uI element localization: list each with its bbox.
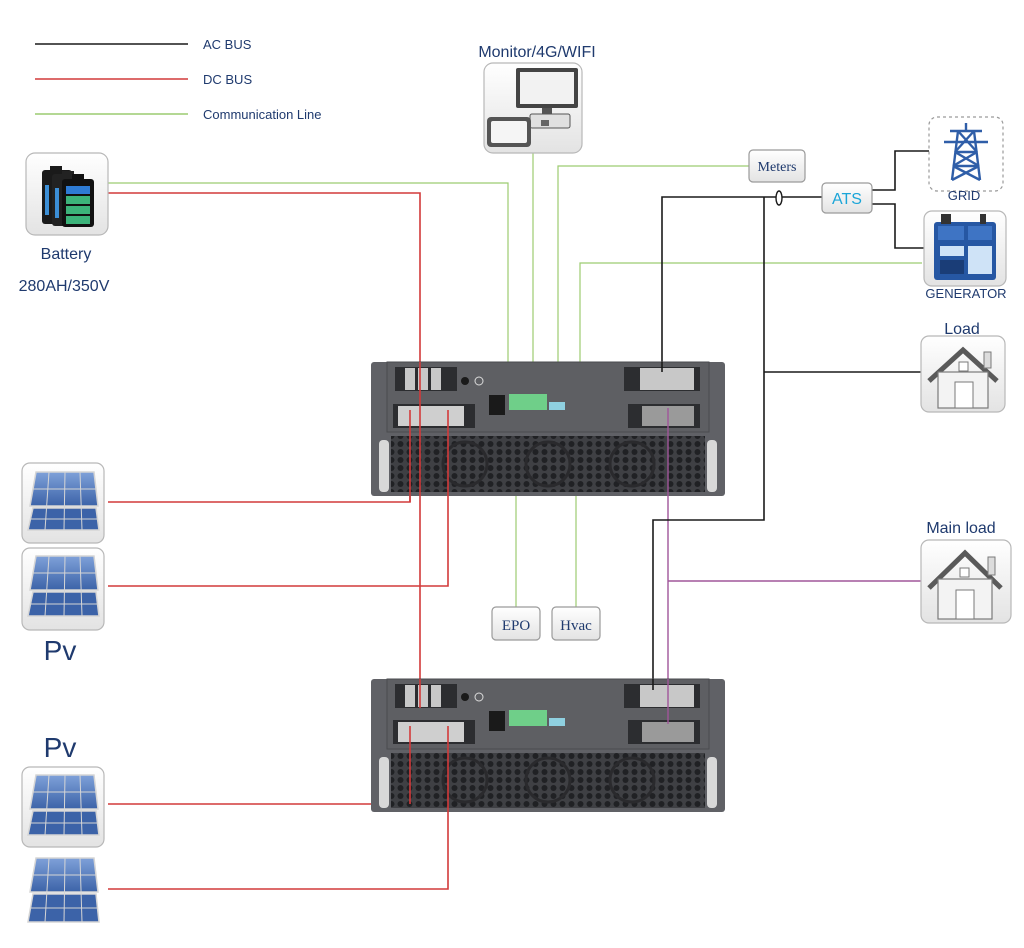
monitor-label: Monitor/4G/WIFI xyxy=(478,44,595,61)
grid-icon-frame xyxy=(928,116,1004,192)
meters-box xyxy=(748,149,806,183)
epo-label: EPO xyxy=(502,618,531,634)
legend-communication-label: Communication Line xyxy=(203,107,322,122)
pv-panel-2 xyxy=(21,547,105,631)
legend-dc-bus-label: DC BUS xyxy=(203,72,252,87)
fan-icon xyxy=(608,756,656,804)
ac-bus-lines xyxy=(652,150,929,690)
main-load-node: Main load xyxy=(920,520,1012,624)
grid-node: GRID xyxy=(928,116,1004,203)
rj45-port xyxy=(489,711,505,731)
pv-bottom-label: Pv xyxy=(44,732,77,763)
ats-label: ATS xyxy=(832,191,862,208)
inverter-fan-grille xyxy=(391,436,705,492)
load-node: Load xyxy=(920,321,1006,413)
generator-node: GENERATOR xyxy=(923,210,1007,301)
rj45-port xyxy=(489,395,505,415)
pv-top-label: Pv xyxy=(44,635,77,666)
inverter-fan-grille xyxy=(391,753,705,808)
current-transformer-icon xyxy=(775,190,783,206)
generator-icon xyxy=(934,214,996,280)
legend-ac-bus-label: AC BUS xyxy=(203,37,252,52)
meters-label: Meters xyxy=(758,160,797,175)
pv-panel-4 xyxy=(27,857,100,923)
battery-icon xyxy=(42,166,94,227)
battery-spec: 280AH/350V xyxy=(19,278,110,295)
ac-line-grid xyxy=(872,150,929,191)
ac-line-generator xyxy=(872,203,924,249)
fan-icon xyxy=(524,756,572,804)
communication-terminal xyxy=(509,710,547,726)
pv-panel-group: Pv Pv xyxy=(21,462,105,923)
comm-line-generator xyxy=(579,262,922,362)
solar-panel-icon xyxy=(27,857,100,923)
epo-node: EPO xyxy=(491,606,541,641)
fan-icon xyxy=(608,440,656,488)
inverter-unit-2 xyxy=(371,678,725,812)
house-icon xyxy=(927,549,1003,620)
communication-lines xyxy=(108,153,922,607)
main-load-label: Main load xyxy=(926,520,995,537)
transmission-tower-icon xyxy=(944,123,988,182)
generator-label: GENERATOR xyxy=(925,286,1006,301)
hvac-box xyxy=(551,606,601,641)
ac-line-inverter2 xyxy=(652,197,765,690)
comm-line-meters xyxy=(557,165,749,362)
dc-line-pv1 xyxy=(108,410,411,503)
grid-label: GRID xyxy=(948,188,981,203)
solar-panel-icon xyxy=(27,471,100,531)
hvac-label: Hvac xyxy=(560,618,592,634)
monitor-icon xyxy=(487,68,578,147)
meters-node: Meters xyxy=(748,149,806,183)
hvac-node: Hvac xyxy=(551,606,601,641)
battery-node: Battery 280AH/350V xyxy=(19,152,110,295)
ats-node: ATS xyxy=(821,182,873,214)
comm-line-battery xyxy=(108,182,509,362)
solar-panel-icon xyxy=(27,555,100,617)
dc-line-battery xyxy=(108,192,421,708)
fan-icon xyxy=(524,440,572,488)
house-icon xyxy=(927,346,999,409)
monitor-node: Monitor/4G/WIFI xyxy=(478,44,596,154)
fan-icon xyxy=(441,756,489,804)
ac-line-inverter1 xyxy=(661,196,822,372)
communication-terminal xyxy=(509,394,547,410)
epo-box xyxy=(491,606,541,641)
ats-box xyxy=(821,182,873,214)
pv-panel-1 xyxy=(21,462,105,544)
pv-panel-3 xyxy=(21,766,105,848)
solar-panel-icon xyxy=(27,774,100,836)
fan-icon xyxy=(441,440,489,488)
legend: AC BUS DC BUS Communication Line xyxy=(35,37,322,122)
inverter-unit-1 xyxy=(371,361,725,496)
load-label: Load xyxy=(944,321,980,338)
battery-label: Battery xyxy=(41,246,92,263)
dc-line-pv3 xyxy=(108,726,411,805)
